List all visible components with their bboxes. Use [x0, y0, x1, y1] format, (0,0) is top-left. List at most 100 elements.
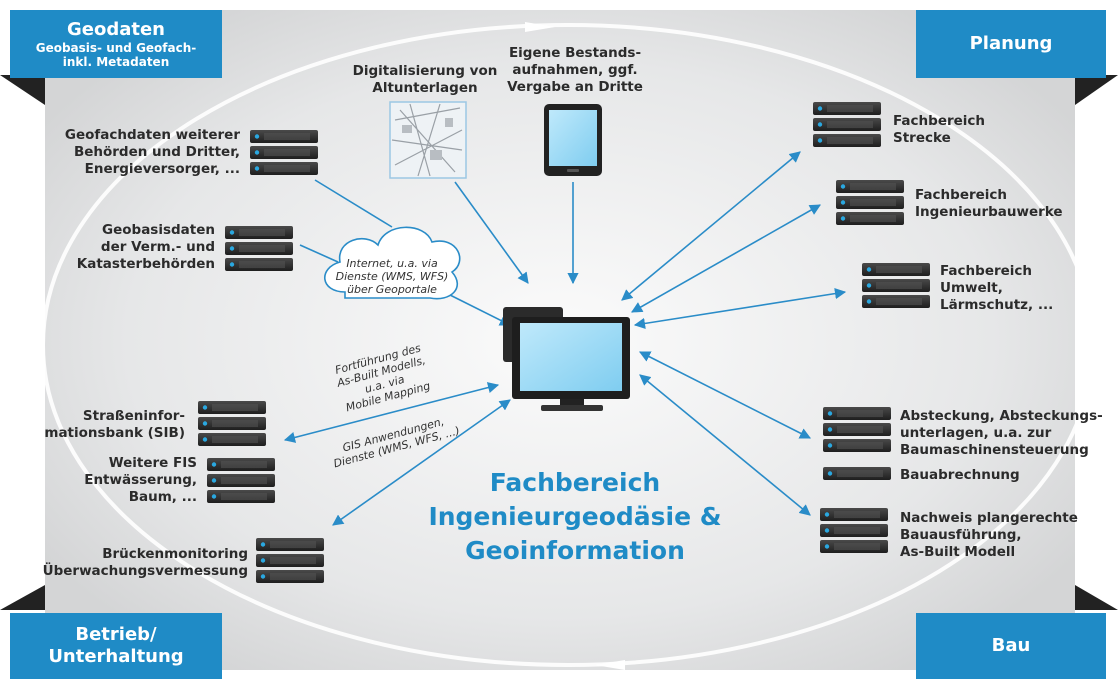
- server-grill: [837, 470, 883, 477]
- label-umwelt: Fachbereich Umwelt, Lärmschutz, ...: [940, 263, 1110, 314]
- label-bauabrechnung-line1: Bauabrechnung: [900, 467, 1020, 483]
- server-led: [202, 405, 208, 410]
- server-led: [824, 512, 830, 517]
- server-stack-strecke-icon: [813, 102, 881, 147]
- label-nachweis-line1: Nachweis plangerechte: [900, 510, 1078, 526]
- label-sib-line2: mationsbank (SIB): [44, 425, 185, 441]
- label-cloud-line2: Dienste (WMS, WFS): [335, 270, 449, 283]
- server-led: [254, 150, 260, 155]
- label-umwelt-line2: Umwelt,: [940, 280, 1003, 296]
- server-led: [229, 262, 235, 267]
- server-grill: [837, 426, 883, 433]
- server-grill: [221, 493, 267, 500]
- server-grill: [827, 105, 873, 112]
- computer-monitor-icon: [503, 307, 630, 411]
- server-stack-umwelt-icon: [862, 263, 930, 308]
- server-grill: [850, 183, 896, 190]
- label-ingenieurbauwerke: Fachbereich Ingenieurbauwerke: [915, 187, 1105, 221]
- label-brueckenmonitoring-line1: Brückenmonitoring: [102, 546, 248, 562]
- server-led: [817, 138, 823, 143]
- server-led: [840, 200, 846, 205]
- server-grill: [212, 436, 258, 443]
- label-bestand-line1: Eigene Bestands-: [508, 45, 642, 61]
- corner-shadow-tr: [1075, 75, 1118, 105]
- server-grill: [850, 199, 896, 206]
- server-stack-absteckung-icon: [823, 407, 891, 452]
- server-grill: [212, 404, 258, 411]
- label-ingenieurbauwerke-line1: Fachbereich: [915, 187, 1008, 203]
- server-stack-bruecke-icon: [256, 538, 324, 583]
- label-umwelt-line1: Fachbereich: [940, 263, 1033, 279]
- center-title-line1: Fachbereich: [489, 468, 661, 497]
- server-grill: [850, 215, 896, 222]
- label-digitalisierung: Digitalisierung von Altunterlagen: [330, 63, 520, 97]
- server-led: [229, 246, 235, 251]
- cycle-ellipse: [41, 23, 1095, 667]
- label-bestand: Eigene Bestands- aufnahmen, ggf. Vergabe…: [490, 45, 660, 96]
- server-grill: [827, 121, 873, 128]
- arrow-geofach-to-cloud: [314, 179, 393, 228]
- server-grill: [239, 245, 285, 252]
- label-geobasisdaten-line1: Geobasisdaten: [102, 222, 215, 238]
- server-led: [211, 494, 217, 499]
- arrow-cloud-to-center: [449, 294, 512, 326]
- label-digitalisierung-line1: Digitalisierung von: [352, 63, 498, 79]
- corner-geodaten-sub1: Geobasis- und Geofach-: [35, 41, 197, 55]
- server-stack-bauabrechnung-icon: [823, 467, 891, 480]
- cloud-icon: [324, 226, 461, 300]
- label-bestand-line2: aufnahmen, ggf.: [512, 62, 638, 78]
- label-strecke-line1: Fachbereich: [893, 113, 986, 129]
- server-stack-sib-icon: [198, 401, 266, 446]
- label-ingenieurbauwerke-line2: Ingenieurbauwerke: [915, 204, 1063, 220]
- server-grill: [837, 410, 883, 417]
- label-geofachdaten-line1: Geofachdaten weiterer: [64, 127, 240, 143]
- server-led: [211, 478, 217, 483]
- tablet-icon: [544, 104, 602, 176]
- corner-shadow-br: [1075, 585, 1118, 610]
- label-absteckung-line2: unterlagen, u.a. zur: [900, 425, 1052, 441]
- server-grill: [270, 541, 316, 548]
- map-icon: [389, 101, 467, 179]
- server-grill: [876, 282, 922, 289]
- server-led: [211, 462, 217, 467]
- corner-planung-title: Planung: [969, 33, 1053, 54]
- corner-bau-title: Bau: [991, 635, 1031, 656]
- label-bestand-line3: Vergabe an Dritte: [507, 79, 643, 95]
- arrow-center-umwelt: [633, 288, 847, 329]
- label-weitere-fis-line1: Weitere FIS: [108, 455, 197, 471]
- server-stack-nachweis-icon: [820, 508, 888, 553]
- server-grill: [827, 137, 873, 144]
- corner-betrieb-line2: Unterhaltung: [48, 646, 184, 667]
- center-title-line3: Geoinformation: [465, 536, 685, 565]
- server-grill: [264, 133, 310, 140]
- label-geofachdaten-line2: Behörden und Dritter,: [73, 144, 240, 160]
- label-absteckung: Absteckung, Absteckungs- unterlagen, u.a…: [900, 408, 1110, 459]
- server-led: [817, 122, 823, 127]
- server-grill: [221, 461, 267, 468]
- server-led: [827, 471, 833, 476]
- server-led: [229, 230, 235, 235]
- server-led: [827, 427, 833, 432]
- corner-geodaten: Geodaten Geobasis- und Geofach- inkl. Me…: [10, 10, 222, 78]
- center-title: Fachbereich Ingenieurgeodäsie & Geoinfor…: [410, 466, 740, 568]
- label-weitere-fis-line2: Entwässerung,: [84, 472, 197, 488]
- arrow-center-bruecke: [332, 399, 511, 526]
- server-led: [866, 267, 872, 272]
- server-led: [254, 166, 260, 171]
- server-led: [866, 299, 872, 304]
- server-led: [260, 558, 266, 563]
- label-brueckenmonitoring-line2: Überwachungsvermessung: [42, 563, 248, 579]
- server-grill: [239, 229, 285, 236]
- label-geobasisdaten-line3: Katasterbehörden: [76, 256, 215, 272]
- label-digitalisierung-line2: Altunterlagen: [372, 80, 478, 96]
- server-led: [827, 443, 833, 448]
- label-geobasisdaten-line2: der Verm.- und: [100, 239, 215, 255]
- label-geofachdaten-line3: Energieversorger, ...: [84, 161, 240, 177]
- server-led: [840, 216, 846, 221]
- server-led: [840, 184, 846, 189]
- label-cloud-line1: Internet, u.a. via: [346, 257, 438, 270]
- server-led: [260, 542, 266, 547]
- corner-shadow-bl: [0, 585, 45, 610]
